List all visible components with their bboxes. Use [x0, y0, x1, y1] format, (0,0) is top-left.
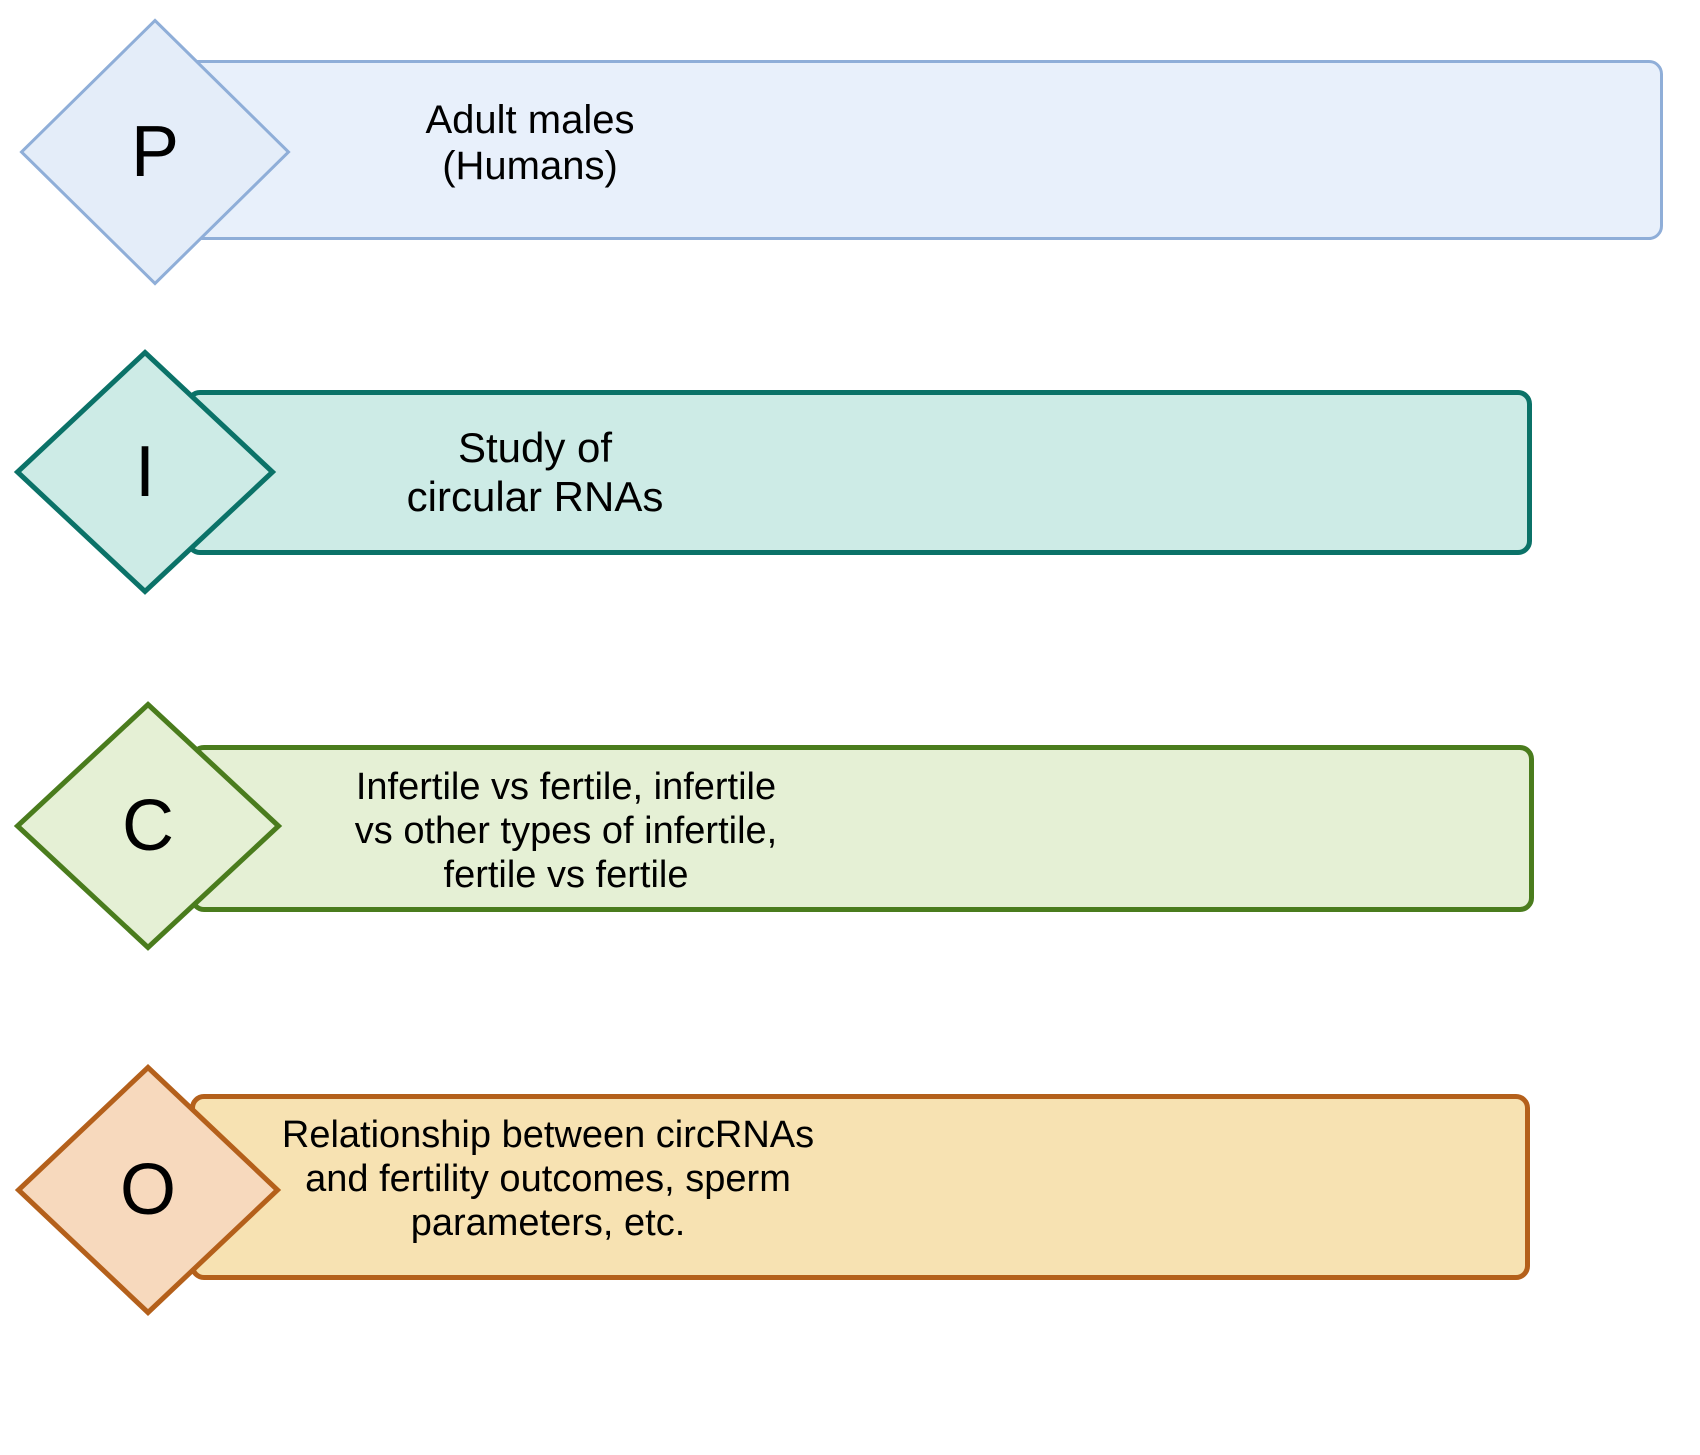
pico-bar-outcome	[190, 1094, 1530, 1280]
diamond-icon	[13, 701, 283, 951]
pico-diamond-comparison: C	[13, 701, 283, 951]
diamond-icon	[19, 18, 291, 286]
pico-letter-population: P	[130, 112, 180, 192]
diamond-icon	[13, 349, 277, 595]
pico-bar-comparison	[190, 745, 1534, 912]
pico-text-intervention: Study of circular RNAs	[406, 424, 664, 520]
pico-diamond-outcome: O	[14, 1064, 282, 1316]
pico-letter-comparison: C	[122, 786, 174, 866]
pico-letter-outcome: O	[119, 1150, 176, 1230]
pico-text-outcome: Relationship between circRNAs and fertil…	[281, 1114, 815, 1245]
pico-text-comparison: Infertile vs fertile, infertile vs other…	[354, 766, 778, 897]
diamond-icon	[14, 1064, 282, 1316]
pico-letter-intervention: I	[134, 432, 155, 512]
pico-bar-intervention	[186, 390, 1532, 555]
pico-diamond-population: P	[19, 18, 291, 286]
pico-bar-population	[180, 60, 1663, 240]
pico-diamond-intervention: I	[13, 349, 277, 595]
pico-text-population: Adult males (Humans)	[425, 98, 635, 189]
